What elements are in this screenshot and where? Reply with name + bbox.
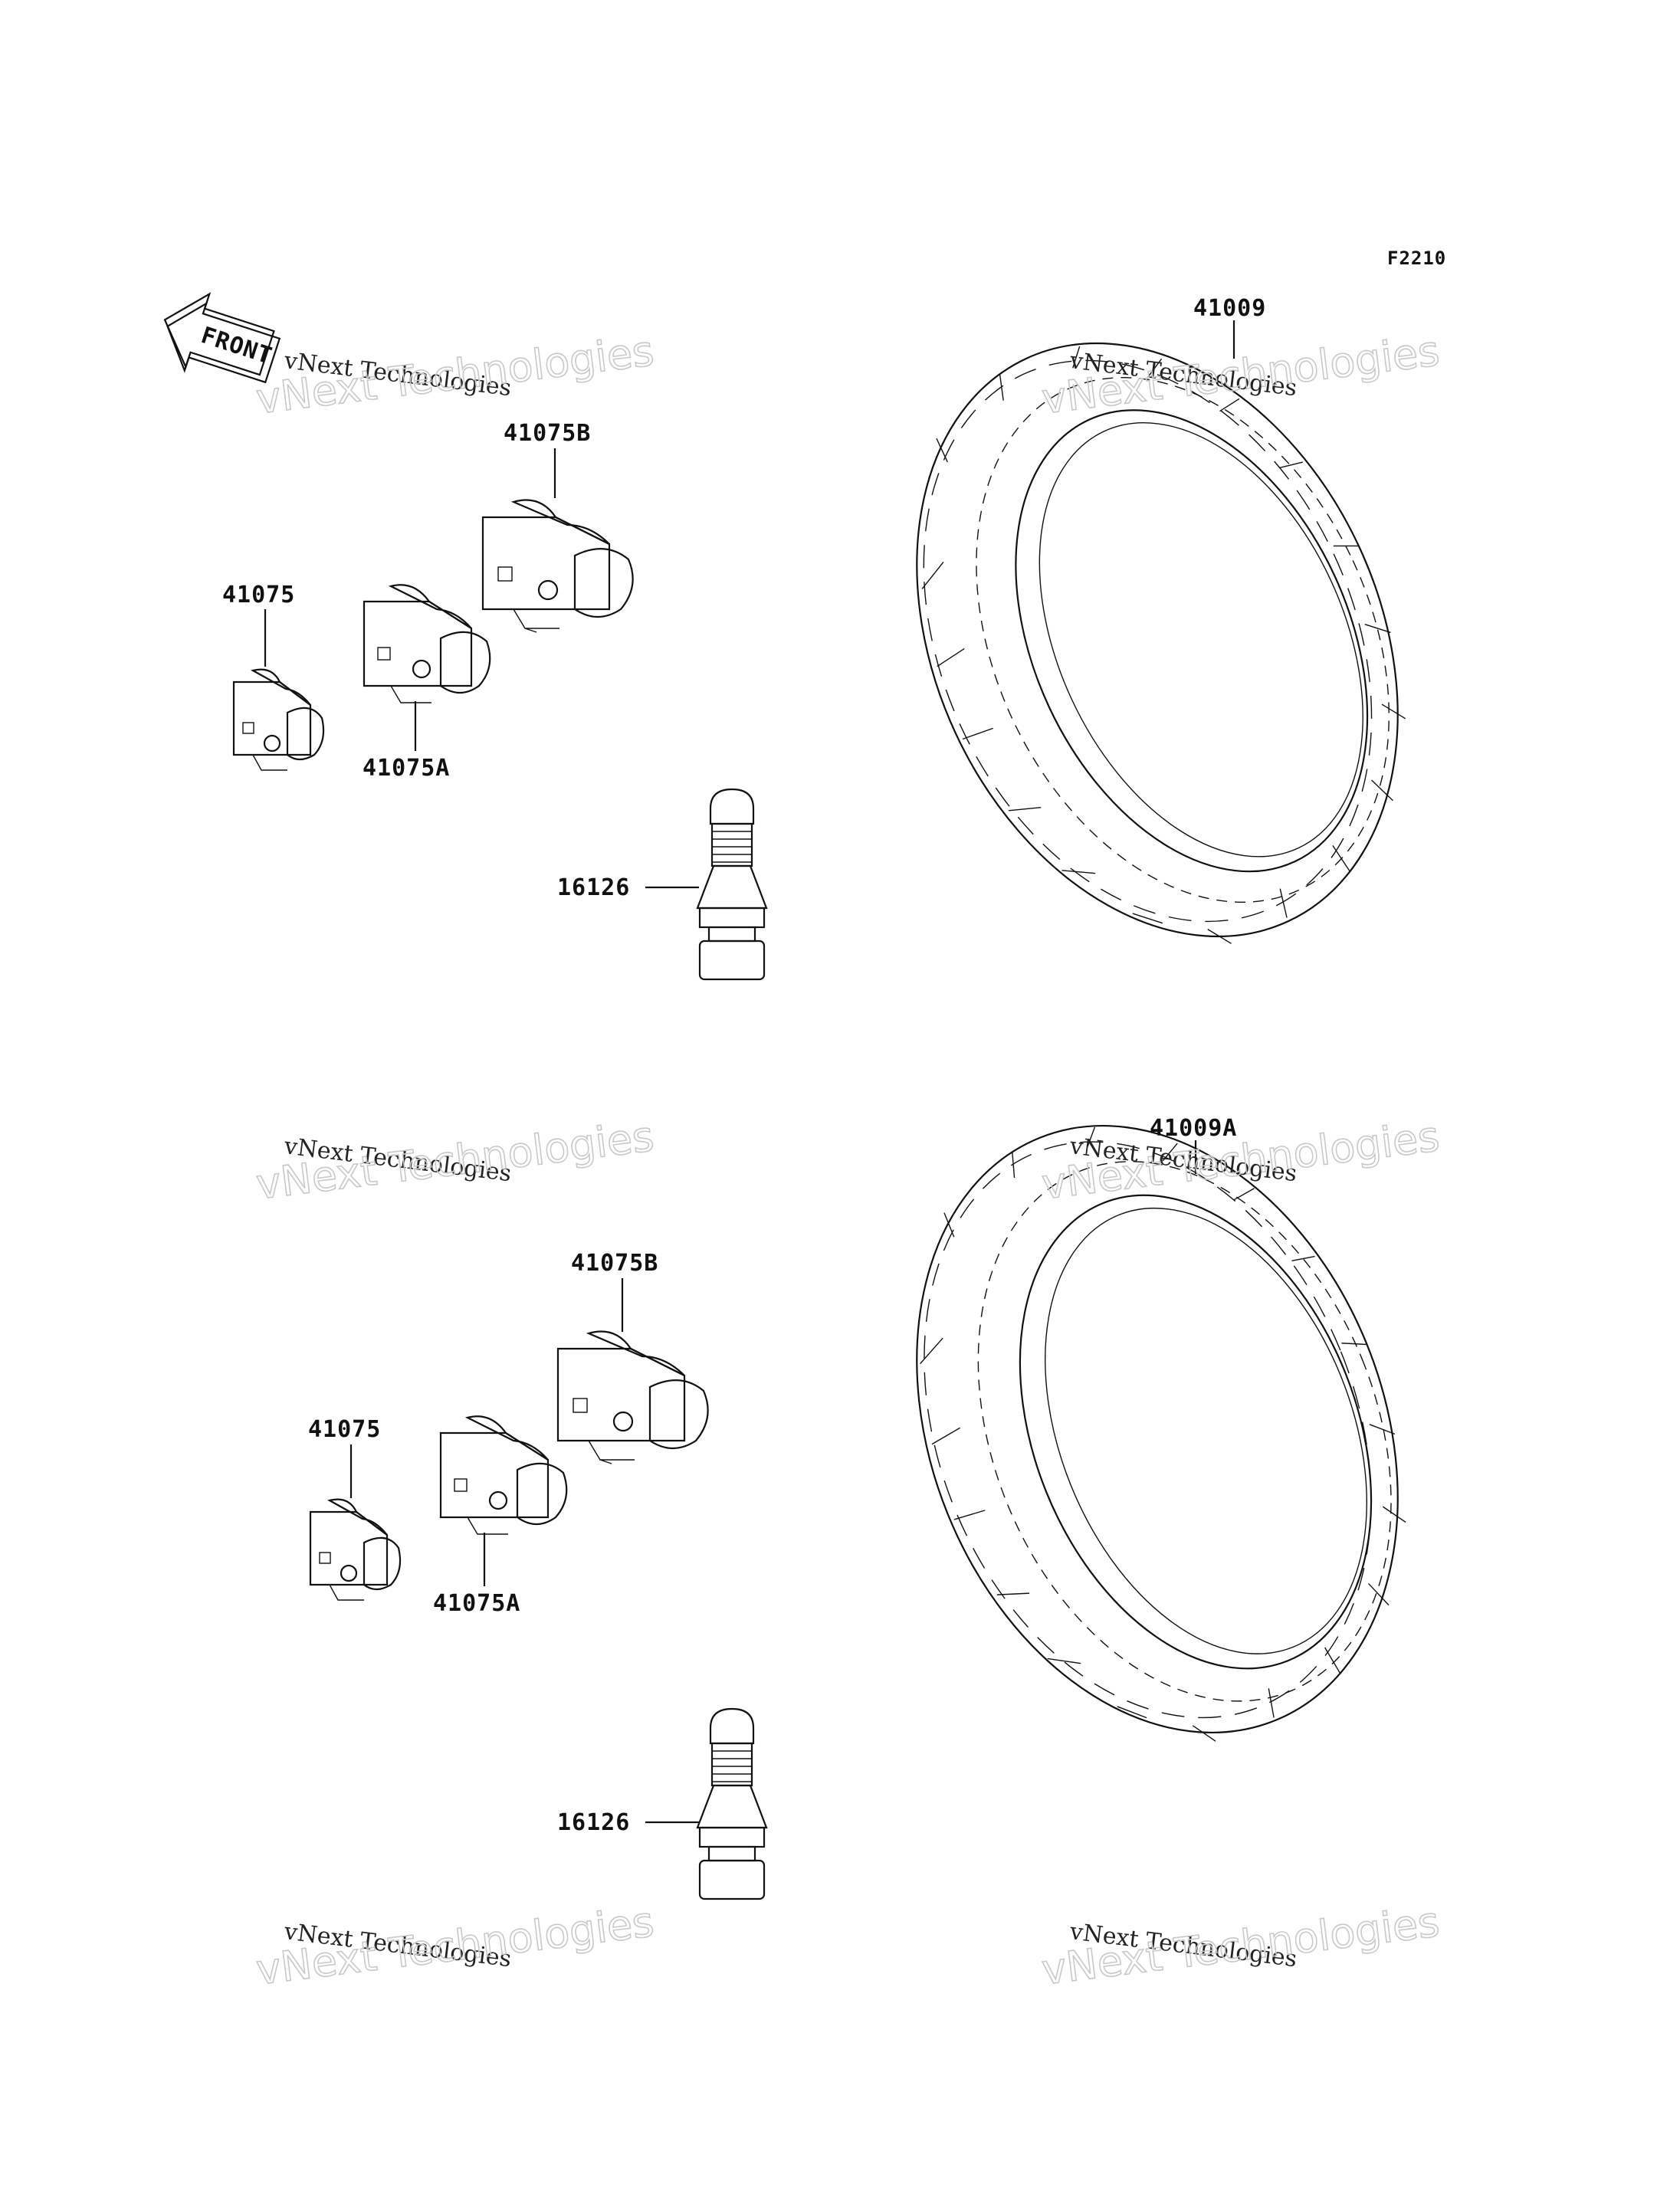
- label-weight-small: 41075: [222, 582, 295, 608]
- label-tire-2: 41009A: [1150, 1115, 1237, 1142]
- watermark-outline: vNext Technologies: [1039, 1897, 1442, 1994]
- watermark: vNext Technologies vNext Technologies: [253, 326, 657, 424]
- valve-16126[interactable]: [696, 788, 768, 981]
- watermark: vNext Technologies vNext Technologies: [1039, 1897, 1442, 1995]
- label-weight-small-2: 41075: [308, 1416, 381, 1443]
- watermark-outline: vNext Technologies: [254, 1897, 657, 1994]
- watermark: vNext Technologies vNext Technologies: [253, 1111, 657, 1209]
- rear-wheel-group: 41009A 41075B 41075A: [308, 1115, 1406, 1900]
- weight-41075b-2[interactable]: [556, 1330, 709, 1464]
- weight-41075-2[interactable]: [309, 1498, 402, 1601]
- weight-41075[interactable]: [232, 668, 325, 771]
- label-weight-medium-2: 41075A: [433, 1590, 520, 1617]
- watermark: vNext Technologies vNext Technologies: [253, 1897, 657, 1995]
- label-valve-2: 16126: [557, 1809, 630, 1836]
- watermark: vNext Technologies vNext Technologies: [1039, 1111, 1442, 1209]
- front-arrow-label: FRONT: [198, 322, 275, 370]
- weight-41075a[interactable]: [363, 584, 491, 703]
- label-tire: 41009: [1193, 295, 1266, 322]
- label-valve: 16126: [557, 874, 630, 901]
- label-weight-large-2: 41075B: [571, 1250, 658, 1277]
- valve-16126-2[interactable]: [696, 1707, 768, 1900]
- weight-41075a-2[interactable]: [439, 1415, 568, 1535]
- figure-code: F2210: [1387, 248, 1446, 269]
- label-weight-large: 41075B: [504, 420, 591, 447]
- weight-41075b[interactable]: [481, 499, 634, 633]
- watermark-outline: vNext Technologies: [1039, 326, 1442, 423]
- watermark-outline: vNext Technologies: [254, 326, 657, 423]
- label-weight-medium: 41075A: [363, 755, 450, 782]
- watermark-outline: vNext Technologies: [254, 1112, 657, 1208]
- front-wheel-group: 41009 41075B 41075A: [222, 295, 1406, 981]
